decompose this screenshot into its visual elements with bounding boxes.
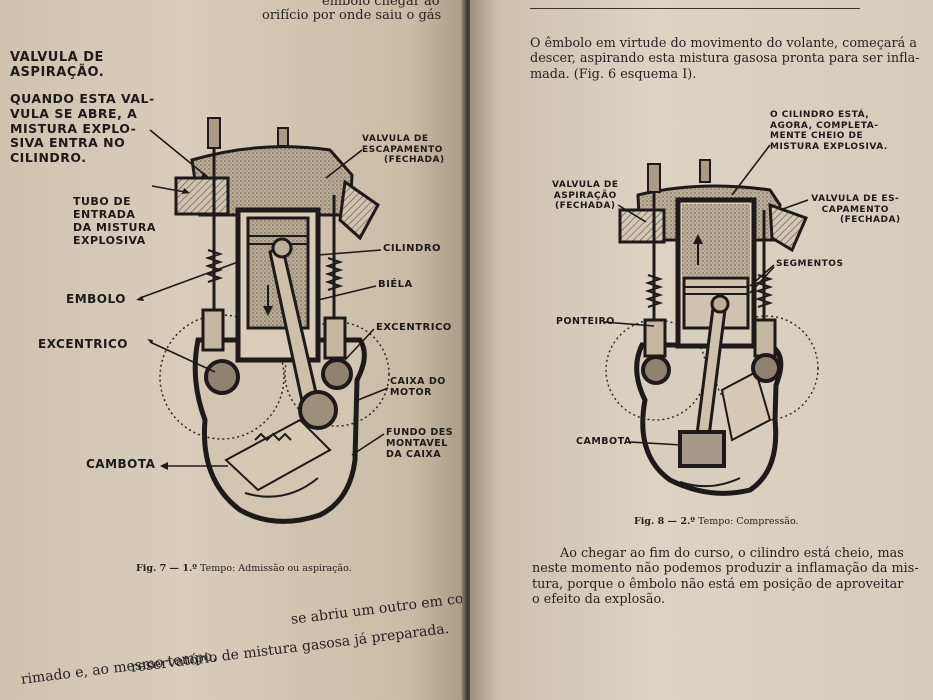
label-cilindro-cheio: O CILINDRO ESTÁ, AGORA, COMPLETA- MENTE … bbox=[770, 110, 888, 152]
top-text-line-1: êmbolo chegar ao bbox=[322, 0, 440, 9]
eccentric-left-2 bbox=[321, 358, 353, 390]
explosive-mixture bbox=[682, 204, 750, 276]
figure-7-engine-admission bbox=[136, 117, 390, 524]
eccentric-left-1 bbox=[204, 359, 240, 395]
label-valvula-escapamento: VALVULA DE ESCAPAMENTO (FECHADA) bbox=[362, 134, 445, 166]
figure-8-engine-compression bbox=[603, 144, 819, 496]
paragraph-top: O êmbolo em virtude do movimento do vola… bbox=[530, 36, 920, 82]
caption-fig-7: Fig. 7 — 1.º Tempo: Admissão ou aspiraçã… bbox=[136, 563, 352, 574]
label-tubo-entrada: TUBO DE ENTRADA DA MISTURA EXPLOSIVA bbox=[73, 195, 156, 247]
label-valvula-escapamento-right: VALVULA DE ES- CAPAMENTO (FECHADA) bbox=[811, 194, 901, 226]
label-embolo: EMBOLO bbox=[66, 292, 126, 306]
label-ponteiro: PONTEIRO bbox=[556, 316, 615, 327]
label-cambota-left: CAMBOTA bbox=[86, 457, 156, 471]
paragraph-bottom: Ao chegar ao fim do curso, o cilindro es… bbox=[532, 546, 919, 608]
eccentric-right-1 bbox=[641, 355, 671, 385]
top-text-line-2: orifício por onde saiu o gás bbox=[262, 8, 442, 23]
eccentric-right-2 bbox=[751, 353, 781, 383]
label-cilindro: CILINDRO bbox=[383, 243, 442, 254]
label-biela: BIÉLA bbox=[378, 279, 413, 290]
label-fundo-caixa: FUNDO DES MONTAVEL DA CAIXA bbox=[386, 427, 454, 461]
right-page: O êmbolo em virtude do movimento do vola… bbox=[470, 0, 933, 700]
left-page: êmbolo chegar ao orifício por onde saiu … bbox=[0, 0, 466, 700]
heading-valvula-aspiracao: VALVULA DE ASPIRAÇÃO. bbox=[10, 50, 105, 81]
eccentric-path-right bbox=[284, 321, 390, 427]
caption-fig-8: Fig. 8 — 2.º Tempo: Compressão. bbox=[634, 516, 799, 527]
label-cambota-right: CAMBOTA bbox=[576, 436, 632, 447]
label-valvula-aspiracao-right: VALVULA DE ASPIRAÇÃO (FECHADA) bbox=[552, 180, 619, 212]
top-rule bbox=[530, 8, 860, 9]
intro-text: QUANDO ESTA VAL- VULA SE ABRE, A MISTURA… bbox=[10, 91, 155, 165]
label-excentrico-right: EXCENTRICO bbox=[376, 322, 452, 333]
label-caixa-motor: CAIXA DO MOTOR bbox=[390, 376, 446, 399]
label-segmentos: SEGMENTOS bbox=[776, 259, 844, 269]
label-excentrico-left: EXCENTRICO bbox=[38, 337, 128, 351]
